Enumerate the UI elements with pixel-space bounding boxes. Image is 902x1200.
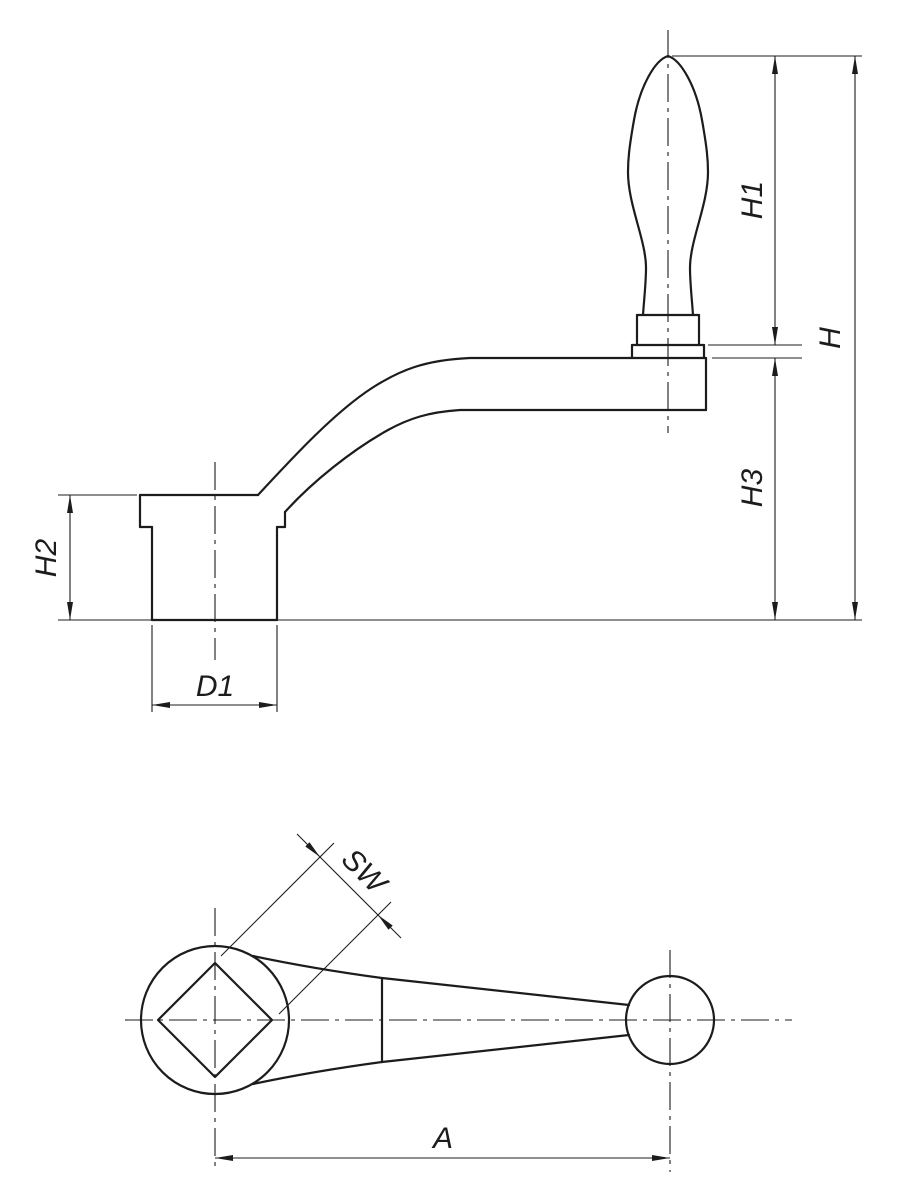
dimension-sw: SW <box>220 833 402 1015</box>
knob-outline-left <box>626 54 670 317</box>
sw-lower-extension-line <box>278 901 392 1015</box>
sw-upper-extension-line <box>220 842 335 957</box>
h2-dimension-label: H2 <box>30 539 63 578</box>
sw-dimension-label: SW <box>335 843 394 902</box>
arm-bottom-edge-plan <box>251 1033 631 1086</box>
d1-dimension-label: D1 <box>196 670 234 703</box>
a-dimension-label: A <box>431 1122 453 1155</box>
sw-dimension-line <box>319 856 379 916</box>
dimension-d1: D1 <box>151 625 278 712</box>
dimension-h2: H2 <box>30 494 137 620</box>
square-hole <box>156 961 274 1079</box>
sw-arrow-upper <box>296 833 321 858</box>
dimension-h3: H3 <box>712 357 802 620</box>
knob-outline-right <box>666 54 710 317</box>
hub-circle <box>139 944 291 1096</box>
side-elevation-view <box>58 30 862 660</box>
dimension-h1: H1 <box>672 55 862 346</box>
arm-top-edge-plan <box>251 954 631 1007</box>
knob-circle <box>624 974 716 1066</box>
h-dimension-label: H <box>814 327 847 349</box>
dimension-h: H <box>814 56 858 620</box>
arm-bottom-edge <box>283 408 708 514</box>
h1-dimension-label: H1 <box>736 181 769 219</box>
dimension-a: A <box>215 1122 670 1161</box>
sw-arrow-lower <box>377 914 402 939</box>
h3-dimension-label: H3 <box>736 469 769 508</box>
plan-view <box>125 908 792 1172</box>
arm-top-edge <box>256 356 708 497</box>
